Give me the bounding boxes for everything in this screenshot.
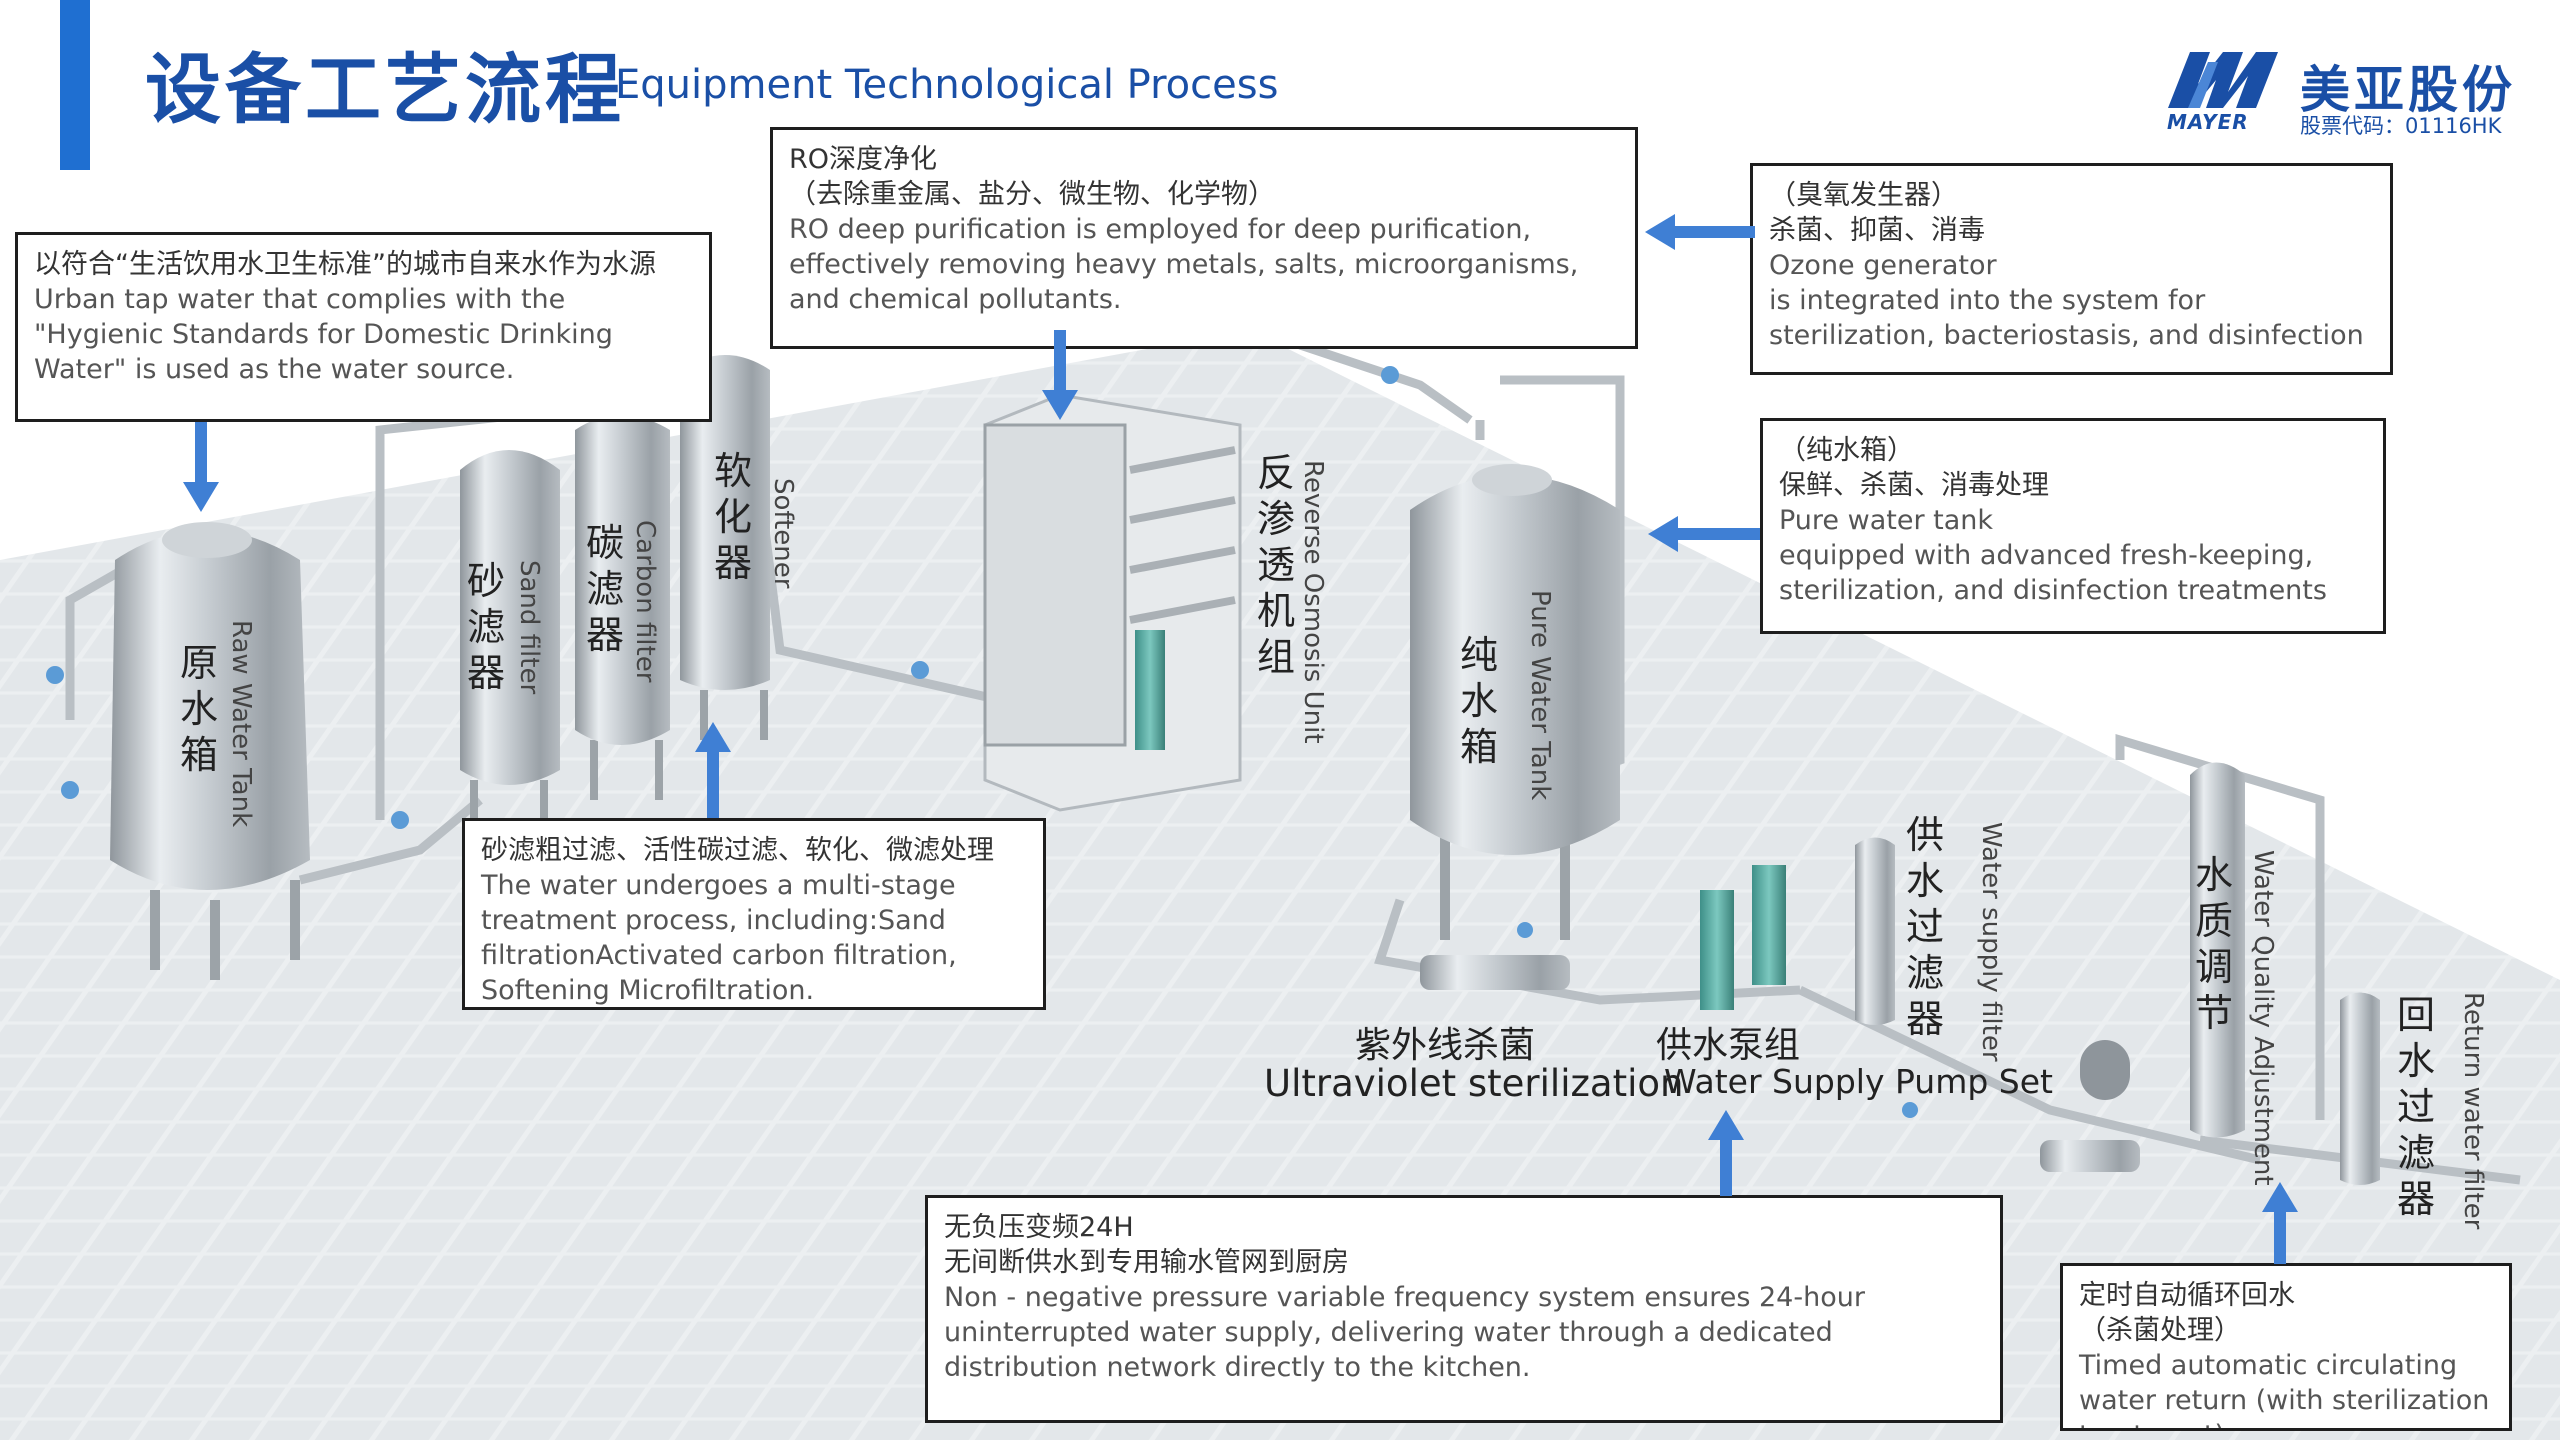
return-filter-vessel (2340, 992, 2380, 1185)
sand-filter-vessel (460, 450, 560, 850)
label-ro-unit-cn: 反渗透机组 (1256, 451, 1295, 679)
callout-en: Timed automatic circulating water return… (2079, 1350, 2490, 1428)
callout-cn-2: 无间断供水到专用输水管网到厨房 (944, 1247, 1349, 1278)
callout-cn: 以符合“生活饮用水卫生标准”的城市自来水作为水源 (34, 249, 656, 280)
mayer-logo-icon (2168, 52, 2278, 108)
arrow-down-ro-icon (1042, 330, 1078, 420)
label-uv-cn: 紫外线杀菌 (1355, 1025, 1536, 1066)
carbon-filter-vessel (575, 415, 670, 800)
label-pump-cn: 供水泵组 (1656, 1025, 1801, 1066)
arrow-up-filtration-icon (695, 722, 731, 818)
label-quality-cn: 水质调节 (2194, 853, 2233, 1035)
pump-set-unit (1700, 865, 1786, 1010)
page-title-en: Equipment Technological Process (615, 62, 1279, 108)
callout-ozone-generator: （臭氧发生器） 杀菌、抑菌、消毒 Ozone generator is inte… (1750, 163, 2393, 375)
callout-en: Non - negative pressure variable frequen… (944, 1282, 1865, 1383)
label-quality-en: Water Quality Adjustment (2248, 850, 2278, 1186)
callout-ro-purification: RO深度净化 （去除重金属、盐分、微生物、化学物） RO deep purifi… (770, 127, 1638, 349)
label-supply-filter-cn: 供水过滤器 (1905, 813, 1944, 1041)
arrow-down-source-icon (183, 422, 219, 512)
logo-brand-en: MAYER (2167, 110, 2249, 134)
page-title-cn: 设备工艺流程 (145, 45, 625, 134)
callout-en-2: equipped with advanced fresh-keeping, st… (1779, 540, 2327, 606)
callout-en: Urban tap water that complies with the "… (34, 284, 613, 385)
callout-pure-water-tank: （纯水箱） 保鲜、杀菌、消毒处理 Pure water tank equippe… (1760, 418, 2386, 634)
pure-water-tank-vessel (1410, 464, 1620, 940)
label-supply-filter-en: Water supply filter (1976, 822, 2006, 1062)
header-accent-bar (60, 0, 90, 170)
uv-sterilizer-unit (1420, 955, 1570, 990)
callout-cn-2: （去除重金属、盐分、微生物、化学物） (789, 179, 1275, 210)
label-sand-en: Sand filter (514, 560, 544, 695)
callout-cn-1: RO深度净化 (789, 144, 938, 175)
raw-water-tank (110, 522, 310, 980)
label-carbon-cn: 碳滤器 (585, 521, 624, 657)
arrow-left-pure-tank-icon (1648, 516, 1760, 552)
callout-cn-1: （臭氧发生器） (1769, 180, 1958, 211)
logo-brand-cn: 美亚股份 (2300, 61, 2516, 119)
label-carbon-en: Carbon filter (630, 520, 660, 683)
callout-cn-1: 无负压变频24H (944, 1212, 1134, 1243)
callout-cn-1: （纯水箱） (1779, 435, 1914, 466)
callout-water-source: 以符合“生活饮用水卫生标准”的城市自来水作为水源 Urban tap water… (15, 232, 712, 422)
label-softener-en: Softener (768, 478, 798, 589)
callout-cn: 砂滤粗过滤、活性碳过滤、软化、微滤处理 (481, 835, 994, 866)
label-raw-tank-en: Raw Water Tank (226, 620, 256, 828)
callout-water-supply: 无负压变频24H 无间断供水到专用输水管网到厨房 Non - negative … (925, 1195, 2003, 1423)
callout-water-return: 定时自动循环回水 （杀菌处理） Timed automatic circulat… (2060, 1263, 2512, 1431)
label-sand-cn: 砂滤器 (466, 559, 505, 695)
callout-cn-1: 定时自动循环回水 (2079, 1280, 2295, 1311)
arrow-up-supply-icon (1708, 1110, 1744, 1196)
label-ro-unit-en: Reverse Osmosis Unit (1298, 460, 1328, 744)
label-return-filter-en: Return water filter (2458, 992, 2488, 1230)
label-pump-en: Water Supply Pump Set (1664, 1062, 2053, 1101)
supply-filter-vessel (1855, 837, 1895, 1025)
callout-en-1: Pure water tank (1779, 505, 1994, 536)
callout-cn-2: 杀菌、抑菌、消毒 (1769, 215, 1985, 246)
label-softener-cn: 软化器 (713, 449, 752, 585)
label-raw-tank-cn: 原水箱 (179, 641, 218, 777)
callout-en: RO deep purification is employed for dee… (789, 214, 1579, 315)
arrow-left-ozone-icon (1645, 214, 1755, 250)
callout-en: The water undergoes a multi-stage treatm… (481, 870, 957, 1006)
callout-en-1: Ozone generator (1769, 250, 1997, 281)
callout-filtration-stages: 砂滤粗过滤、活性碳过滤、软化、微滤处理 The water undergoes … (462, 818, 1046, 1010)
ro-unit-frame (983, 393, 1242, 812)
quality-adjust-vessel (2040, 762, 2245, 1172)
label-return-filter-cn: 回水过滤器 (2396, 993, 2435, 1221)
label-pure-tank-cn: 纯水箱 (1459, 633, 1498, 769)
softener-vessel (680, 355, 770, 740)
callout-en-2: is integrated into the system for steril… (1769, 285, 2364, 351)
logo-stock-code: 股票代码：01116HK (2300, 114, 2502, 138)
callout-cn-2: 保鲜、杀菌、消毒处理 (1779, 470, 2049, 501)
arrow-up-return-icon (2262, 1182, 2298, 1264)
label-uv-en: Ultraviolet sterilization (1264, 1062, 1684, 1105)
callout-cn-2: （杀菌处理） (2079, 1315, 2241, 1346)
label-pure-tank-en: Pure Water Tank (1525, 590, 1555, 801)
